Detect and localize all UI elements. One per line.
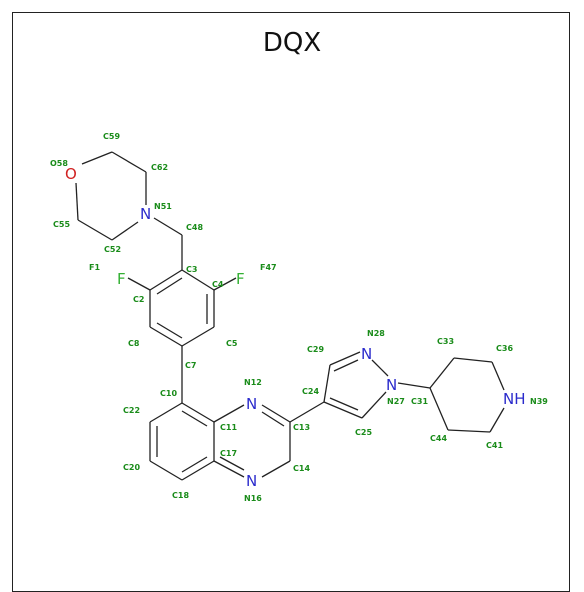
label-c44: C44	[430, 434, 447, 443]
label-c3: C3	[186, 265, 197, 274]
label-c52: C52	[104, 245, 121, 254]
morpholine-ring	[75, 151, 147, 241]
atom-nitrogen-n51: N	[140, 205, 151, 223]
molecule-title: DQX	[262, 28, 322, 58]
piperidine-ring	[429, 357, 505, 433]
label-c5: C5	[226, 339, 238, 348]
structure-panel	[12, 12, 570, 592]
atom-nh-n39: NH	[503, 390, 526, 408]
atom-fluorine-f1: F	[117, 270, 126, 288]
label-c36: C36	[496, 344, 513, 353]
label-c7: C7	[185, 361, 196, 370]
label-n27: N27	[387, 397, 405, 406]
label-c41: C41	[486, 441, 503, 450]
label-c11: C11	[220, 423, 237, 432]
atom-nitrogen-n12: N	[246, 395, 257, 413]
label-c62: C62	[151, 163, 168, 172]
label-n16: N16	[244, 494, 262, 503]
bond-n27-c31	[397, 382, 431, 389]
label-f47: F47	[260, 263, 277, 272]
atom-oxygen: O	[65, 165, 77, 183]
label-c55: C55	[53, 220, 70, 229]
label-c48: C48	[186, 223, 203, 232]
label-c24: C24	[302, 387, 319, 396]
phenyl-ring	[149, 269, 215, 347]
label-n28: N28	[367, 329, 385, 338]
label-c13: C13	[293, 423, 310, 432]
label-c4: C4	[212, 280, 224, 289]
bond-c13-c24	[289, 401, 325, 423]
benzo-ring	[149, 402, 215, 481]
atom-nitrogen-n28: N	[361, 345, 372, 363]
atom-nitrogen-n27: N	[386, 376, 397, 394]
bond-n51-c48	[153, 217, 183, 236]
label-c31: C31	[411, 397, 428, 406]
label-n12: N12	[244, 378, 262, 387]
label-c25: C25	[355, 428, 372, 437]
label-o58: O58	[50, 159, 68, 168]
label-c17: C17	[220, 449, 237, 458]
label-c14: C14	[293, 464, 310, 473]
label-c10: C10	[160, 389, 177, 398]
label-f1: F1	[89, 263, 100, 272]
pyrazine-ring	[213, 404, 291, 478]
label-c22: C22	[123, 406, 140, 415]
atom-fluorine-f47: F	[236, 270, 245, 288]
label-c59: C59	[103, 132, 120, 141]
label-c33: C33	[437, 337, 454, 346]
label-n51: N51	[154, 202, 172, 211]
atom-nitrogen-n16: N	[246, 472, 257, 490]
bond-c2-f1	[127, 277, 151, 291]
label-c8: C8	[128, 339, 140, 348]
label-c18: C18	[172, 491, 189, 500]
label-n39: N39	[530, 397, 548, 406]
pyrazole-ring	[323, 351, 389, 419]
label-c29: C29	[307, 345, 324, 354]
bond-c4-f47	[213, 277, 237, 291]
label-c20: C20	[123, 463, 140, 472]
label-c2: C2	[133, 295, 144, 304]
